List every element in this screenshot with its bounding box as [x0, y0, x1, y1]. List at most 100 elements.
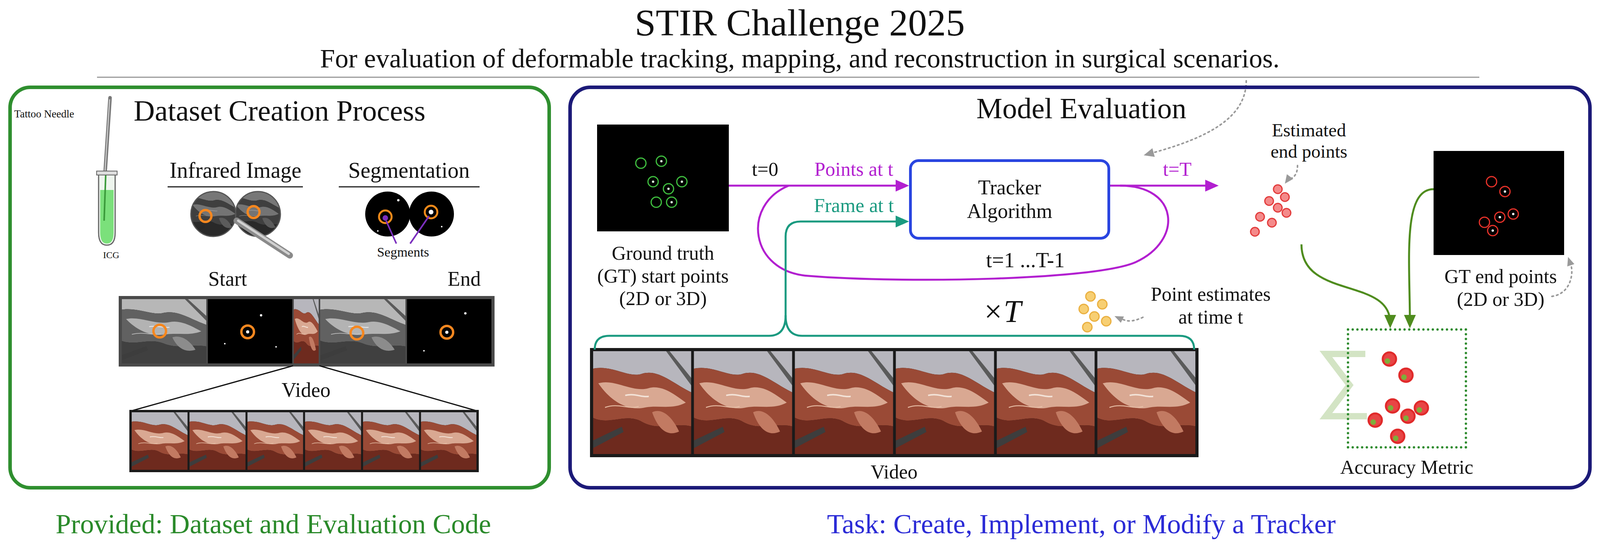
gt-start-image: [597, 124, 729, 232]
tattoo-needle: [100, 190, 114, 244]
divider-line: [97, 77, 1480, 78]
start-end-strip: [206, 297, 208, 366]
tattoo-needle: [96, 97, 118, 246]
image-caption: GT end points (2D or 3D): [1437, 265, 1564, 311]
accuracy-graphic: [1399, 368, 1413, 383]
point-estimates: [1079, 304, 1089, 314]
tattoo-needle: [104, 97, 111, 176]
video-strip-left: [419, 411, 422, 472]
accuracy-graphic: [1325, 354, 1367, 417]
gt-end-image: [1487, 225, 1498, 236]
gt-end-image: [1491, 190, 1515, 232]
video-strip-left: [303, 411, 306, 472]
accuracy-graphic: [1416, 407, 1423, 413]
accuracy-graphic: [1414, 401, 1429, 415]
video-strip-right: [591, 349, 693, 456]
infrared-image: [189, 189, 239, 239]
accuracy-graphic: [1384, 358, 1391, 365]
gt-end-image: [1433, 151, 1565, 256]
video-strip-right: [792, 349, 796, 456]
start-end-strip: [120, 297, 208, 366]
accuracy-graphic: [1401, 409, 1415, 424]
connector: [1301, 244, 1391, 323]
start-end-strip: [406, 297, 493, 366]
video-strip-right: [995, 349, 1096, 456]
gt-start-image: [635, 158, 646, 169]
start-end-strip: [241, 325, 254, 339]
video-strip-left: [420, 411, 478, 472]
edge-label: t=T: [1163, 158, 1192, 182]
metric-label: Accuracy Metric: [1340, 456, 1474, 480]
frame-bracket: [594, 303, 1195, 350]
video-strip-right: [894, 349, 996, 456]
segmentation-image: [410, 216, 430, 244]
start-end-strip: [224, 343, 226, 345]
point-cluster: Estimated end points: [1218, 114, 1361, 245]
estimated-points: [1267, 218, 1277, 228]
arrowhead: [1205, 179, 1219, 192]
segmentation-image: [424, 205, 438, 219]
arrowhead: [895, 179, 910, 192]
gt-start-image: [656, 156, 667, 167]
gt-start-image: [660, 160, 663, 163]
start-end-strip: [207, 297, 294, 366]
segmentation-image: [338, 186, 480, 244]
text-label: End: [447, 267, 481, 292]
video-strip-left: [130, 411, 189, 472]
accuracy-graphic: [1368, 413, 1382, 428]
gt-start-image: [651, 160, 684, 204]
video-strip-right: [994, 349, 997, 456]
estimated-points: [1250, 184, 1291, 237]
infrared-image: [167, 186, 303, 256]
text-label: Tattoo Needle: [14, 108, 75, 121]
start-end-strip: [350, 326, 364, 340]
estimated-points: [1282, 208, 1291, 218]
image-frame: [597, 124, 729, 232]
title: STIR Challenge 2025: [634, 1, 965, 45]
accuracy-graphic: [1401, 374, 1407, 381]
connector: [1110, 184, 1214, 187]
accuracy-graphic: [1370, 358, 1423, 442]
image-node: Ground truth (GT) start points (2D or 3D…: [589, 124, 736, 314]
start-end-strip: [318, 297, 321, 366]
text-label: Video: [281, 378, 331, 403]
point-estimates: [1089, 311, 1100, 322]
text-label: Segmentation: [348, 157, 470, 183]
estimated-points: [1250, 227, 1260, 237]
gt-end-image: [1479, 217, 1490, 228]
connector: [785, 221, 904, 304]
infrared-image: [189, 189, 239, 239]
arrowhead: [1403, 315, 1416, 329]
tattoo-needle: [98, 173, 116, 246]
start-end-strip: [120, 297, 493, 366]
point-estimates: [1079, 291, 1111, 333]
pointer-heads: [1143, 148, 1155, 157]
start-end-strip: [292, 297, 294, 366]
accuracy-graphic: [1385, 399, 1400, 413]
start-end-strip: [259, 314, 263, 317]
estimated-points: [1280, 192, 1290, 202]
point-estimates: [1101, 316, 1111, 327]
cluster-label: Estimated end points: [1262, 119, 1356, 163]
estimated-points: [1273, 184, 1283, 194]
gt-start-image: [680, 180, 684, 183]
video-strip-right: [591, 349, 1197, 456]
accuracy-graphic: [1392, 435, 1399, 442]
infrared-image: [167, 186, 303, 188]
infrared-image: [235, 191, 281, 237]
segmentation-image: [408, 191, 454, 237]
start-end-strip: [440, 326, 454, 339]
metric-node: Accuracy Metric: [1338, 328, 1475, 487]
start-end-strip: [153, 324, 167, 338]
accuracy-graphic: [1368, 352, 1429, 444]
gt-end-image: [1503, 190, 1507, 193]
image-frame: [1346, 328, 1468, 449]
image-frame: [1433, 151, 1565, 256]
text-label: ×T: [982, 293, 1022, 330]
start-end-strip: [464, 312, 467, 315]
video-strip-left: [130, 411, 478, 472]
pointer-heads: [1567, 257, 1575, 267]
start-end-strip: [293, 297, 320, 366]
segmentation-image: [428, 209, 434, 215]
text-label: Task: Create, Implement, or Modify a Tra…: [827, 508, 1336, 541]
